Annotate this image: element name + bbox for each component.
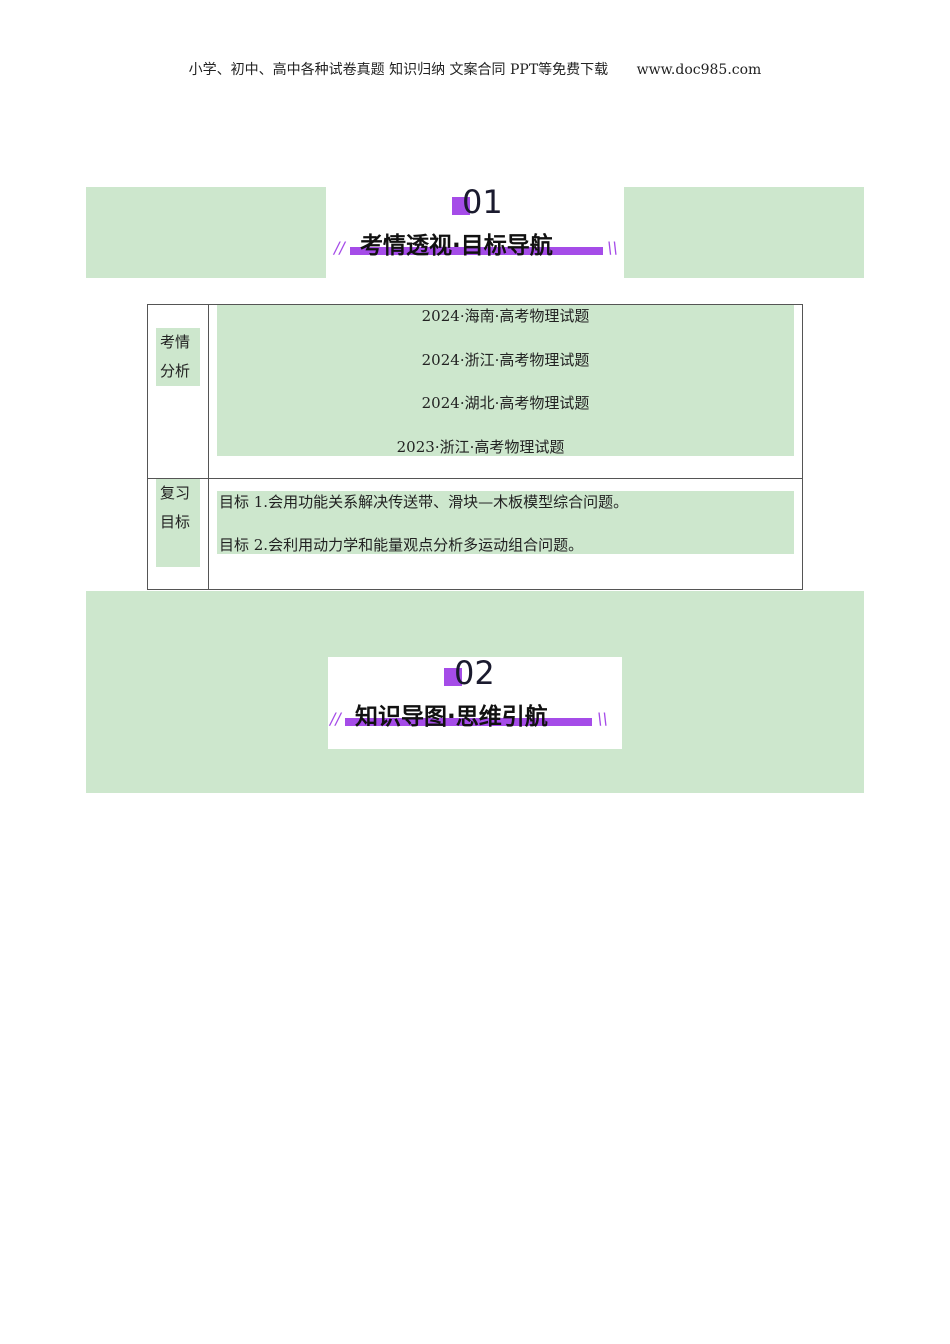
table-row: 复习目标 目标 1.会用功能关系解决传送带、滑块—木板模型综合问题。 目标 2.…	[147, 478, 803, 590]
section2-banner	[328, 657, 622, 749]
slash-decoration: \\	[597, 709, 608, 728]
slash-decoration: //	[330, 709, 341, 728]
page-header: 小学、初中、高中各种试卷真题 知识归纳 文案合同 PPT等免费下载 www.do…	[0, 59, 950, 79]
section1-number: 01	[452, 183, 503, 221]
goal-item: 目标 2.会利用动力学和能量观点分析多运动组合问题。	[219, 536, 584, 554]
section1-bg-left	[86, 187, 326, 278]
exam-table: 考情分析 2024·海南·高考物理试题 2024·浙江·高考物理试题 2024·…	[147, 304, 803, 590]
section2-number: 02	[444, 654, 495, 692]
row-label: 考情分析	[156, 327, 200, 386]
title-underline	[350, 247, 603, 255]
title-underline	[345, 718, 592, 726]
exam-item: 2024·湖北·高考物理试题	[421, 394, 590, 412]
exam-item: 2024·海南·高考物理试题	[421, 307, 590, 325]
exam-item: 2024·浙江·高考物理试题	[421, 350, 590, 369]
header-url: www.doc985.com	[636, 62, 762, 78]
slash-decoration: //	[334, 238, 345, 257]
table-row: 考情分析 2024·海南·高考物理试题 2024·浙江·高考物理试题 2024·…	[147, 304, 803, 479]
section2-title: 知识导图·思维引航	[355, 704, 548, 730]
header-text: 小学、初中、高中各种试卷真题 知识归纳 文案合同 PPT等免费下载	[188, 62, 609, 78]
row-label: 复习目标	[156, 479, 200, 567]
goal-item: 目标 1.会用功能关系解决传送带、滑块—木板模型综合问题。	[219, 493, 629, 511]
section1-title: 考情透视·目标导航	[360, 233, 553, 259]
slash-decoration: \\	[607, 238, 618, 257]
section1-bg-right	[624, 187, 864, 278]
exam-item: 2023·浙江·高考物理试题	[396, 437, 565, 456]
